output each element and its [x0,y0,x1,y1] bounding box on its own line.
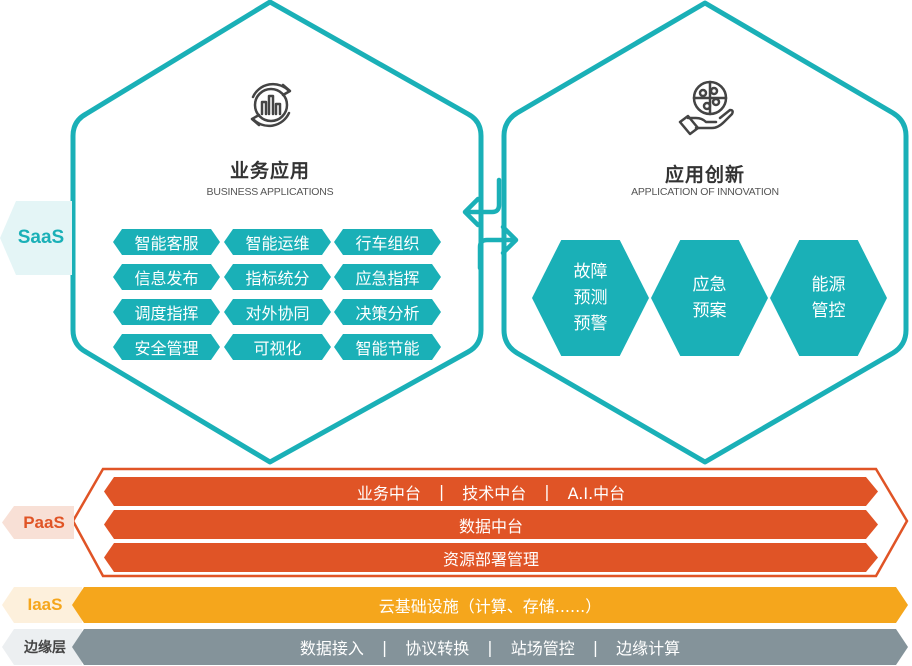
tag-smart-ops[interactable]: 智能运维 [224,229,331,255]
edge-computing[interactable]: 边缘计算 [616,639,681,658]
edge-protocol-conversion[interactable]: 协议转换 [405,639,470,658]
paas-row-resource-deployment[interactable]: 资源部署管理 [104,543,878,572]
chart-refresh-icon [243,77,299,133]
paas-row-middle-platforms: 业务中台 | 技术中台 | A.I.中台 [104,477,878,506]
edge-layer-label: 边缘层 [2,629,82,665]
paas-business-platform[interactable]: 业务中台 [356,483,421,503]
tag-smart-customer-service[interactable]: 智能客服 [113,229,220,255]
tag-visualization[interactable]: 可视化 [224,334,331,360]
hand-puzzle-icon [674,78,738,142]
saas-layer-label: SaaS [0,201,72,275]
tag-metric-stats[interactable]: 指标统分 [224,264,331,290]
edge-data-access[interactable]: 数据接入 [299,639,364,658]
innovation-fault-prediction[interactable]: 故障 预测 预警 [532,240,649,356]
tag-emergency-command[interactable]: 应急指挥 [334,264,441,290]
innovation-hexagon [501,0,909,465]
paas-layer-label: PaaS [2,506,74,539]
tag-smart-energy-saving[interactable]: 智能节能 [334,334,441,360]
tag-decision-analysis[interactable]: 决策分析 [334,299,441,325]
paas-row-data-platform[interactable]: 数据中台 [104,510,878,539]
paas-tech-platform[interactable]: 技术中台 [462,483,527,503]
innovation-subtitle: APPLICATION OF INNOVATION [631,186,779,198]
iaas-layer-label: IaaS [2,587,82,623]
business-title: 业务应用 [229,160,310,182]
tag-safety-management[interactable]: 安全管理 [113,334,220,360]
tag-external-collab[interactable]: 对外协同 [224,299,331,325]
tag-train-organization[interactable]: 行车组织 [334,229,441,255]
business-subtitle: BUSINESS APPLICATIONS [206,186,334,198]
edge-bar: 数据接入 | 协议转换 | 站场管控 | 边缘计算 [72,629,908,665]
innovation-emergency-plan[interactable]: 应急 预案 [651,240,768,356]
tag-dispatch-command[interactable]: 调度指挥 [113,299,220,325]
bidirectional-arrows-icon [462,177,519,271]
tag-info-release[interactable]: 信息发布 [113,264,220,290]
innovation-energy-control[interactable]: 能源 管控 [770,240,887,356]
edge-station-control[interactable]: 站场管控 [510,639,575,658]
paas-ai-platform[interactable]: A.I.中台 [567,483,626,503]
innovation-title: 应用创新 [664,164,745,186]
iaas-bar[interactable]: 云基础设施（计算、存储......） [72,587,908,623]
